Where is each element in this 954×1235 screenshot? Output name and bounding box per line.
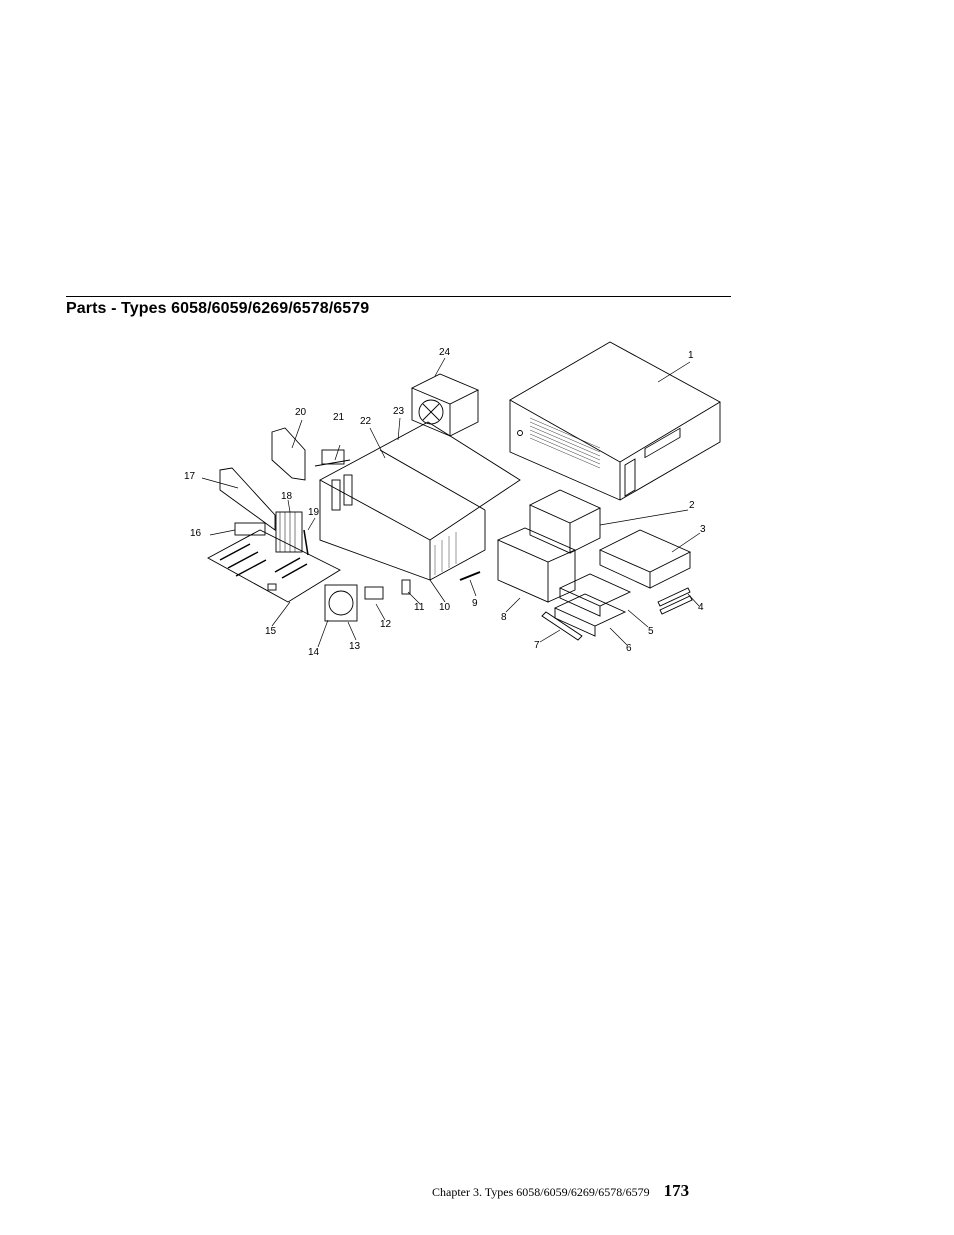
callout-13: 13 <box>349 641 361 652</box>
callout-8: 8 <box>501 612 507 623</box>
callout-11: 11 <box>414 602 425 613</box>
callout-7: 7 <box>534 640 540 651</box>
part-4-bezel <box>657 587 693 615</box>
callout-10: 10 <box>439 602 451 613</box>
callout-21: 21 <box>333 412 345 423</box>
part-15-system-board <box>207 529 341 603</box>
callout-4: 4 <box>698 602 704 613</box>
callout-18: 18 <box>281 491 293 502</box>
part-6-hard-drive <box>553 593 627 637</box>
callout-15: 15 <box>265 626 277 637</box>
section-title: Parts - Types 6058/6059/6269/6578/6579 <box>66 300 370 317</box>
callout-6: 6 <box>626 643 632 654</box>
part-18-heatsink <box>275 511 303 553</box>
part-11-switch <box>401 579 411 595</box>
section-rule <box>66 296 731 297</box>
part-24-fan <box>410 373 480 437</box>
callout-1: 1 <box>688 350 694 361</box>
footer-chapter: Chapter 3. Types 6058/6059/6269/6578/657… <box>432 1185 650 1199</box>
page-number: 173 <box>663 1181 690 1200</box>
callout-5: 5 <box>648 626 654 637</box>
part-8-drive-cage <box>496 527 577 603</box>
part-20-air-baffle <box>271 427 306 481</box>
callout-16: 16 <box>190 528 202 539</box>
exploded-parts-diagram: 1 2 3 4 5 6 7 8 9 10 11 12 13 14 15 16 1… <box>180 340 740 660</box>
part-19-memory <box>303 529 309 556</box>
callout-23: 23 <box>393 406 405 417</box>
callout-12: 12 <box>380 619 392 630</box>
callout-19: 19 <box>308 507 320 518</box>
part-1-cover <box>509 341 721 501</box>
callout-3: 3 <box>700 524 706 535</box>
callout-2: 2 <box>689 500 695 511</box>
part-9-bracket <box>459 571 481 581</box>
callout-9: 9 <box>472 598 478 609</box>
part-16-connectors <box>234 522 266 536</box>
part-21-bracket <box>314 449 351 467</box>
callout-17: 17 <box>184 471 196 482</box>
part-3-cd-drive <box>598 529 692 589</box>
callout-20: 20 <box>295 407 307 418</box>
part-13-fan-assembly <box>324 584 358 622</box>
part-2-drive-bay <box>528 489 602 554</box>
callout-14: 14 <box>308 647 320 658</box>
part-5-hard-drive <box>558 573 632 617</box>
part-7-rail <box>541 611 583 641</box>
part-10-chassis <box>319 421 521 581</box>
page-footer: Chapter 3. Types 6058/6059/6269/6578/657… <box>432 1181 689 1201</box>
callout-22: 22 <box>360 416 372 427</box>
callout-24: 24 <box>439 347 451 358</box>
part-17-card <box>219 467 276 531</box>
part-12-bracket <box>364 586 384 600</box>
